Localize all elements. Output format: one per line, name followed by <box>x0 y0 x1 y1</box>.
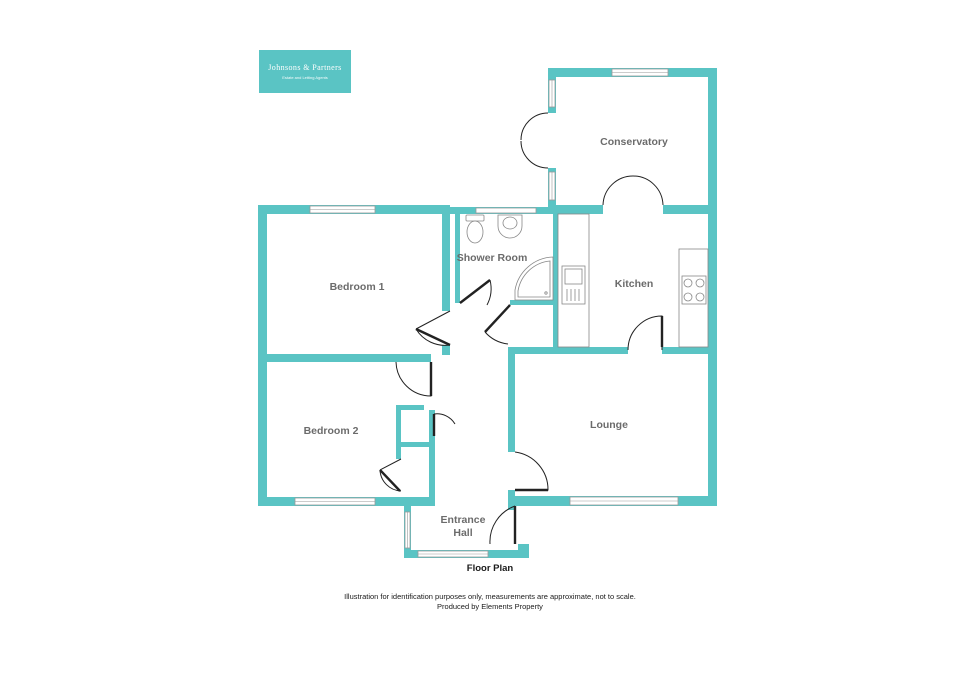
door-cupboard1 <box>433 413 456 435</box>
door-hall-passage <box>484 304 511 345</box>
label-conservatory: Conservatory <box>600 136 668 148</box>
toilet-cistern <box>465 214 485 222</box>
door-lounge <box>514 451 549 491</box>
door-entrance <box>489 505 516 545</box>
wall-kitchen-bottom-right <box>662 347 717 354</box>
label-bedroom2: Bedroom 2 <box>304 425 359 437</box>
room-labels: Conservatory Shower Room Kitchen Bedroom… <box>304 136 668 539</box>
wall-cupboard-mid <box>396 442 434 447</box>
wall-cupboard-top <box>396 405 424 410</box>
door-leaves <box>379 279 664 544</box>
label-bedroom1: Bedroom 1 <box>330 281 385 293</box>
wall-kitchen-top <box>553 205 603 214</box>
window-mullions <box>295 72 678 555</box>
door-conservatory-left <box>520 112 549 169</box>
agency-tagline: Estate and Letting Agents <box>282 75 328 80</box>
toilet-bowl <box>466 220 484 244</box>
wall-lounge-left <box>508 347 515 452</box>
disclaimer: Illustration for identification purposes… <box>240 592 740 612</box>
wall-cupboard2-left <box>396 447 401 459</box>
label-kitchen: Kitchen <box>615 278 654 290</box>
door-bedroom1 <box>415 310 451 346</box>
wall-porch-corner <box>518 544 529 558</box>
wall-shower-left <box>455 214 460 303</box>
wall-right <box>708 68 717 506</box>
fixtures <box>465 213 709 348</box>
wall-bedroom-divider <box>258 354 431 362</box>
label-entrance-line2: Hall <box>453 527 472 539</box>
wall-cupboard-right <box>429 410 435 505</box>
doors <box>379 112 664 545</box>
wall-lounge-left-lower <box>508 490 515 506</box>
plan-title: Floor Plan <box>466 563 514 574</box>
wall-bedroom1-right-lower <box>442 345 450 355</box>
hob-ring <box>683 278 693 288</box>
wall-kitchen-top-right <box>663 205 717 214</box>
wall-cupboard-left <box>396 405 401 445</box>
wall-kitchen-bottom-left <box>508 347 628 354</box>
door-bedroom2 <box>395 361 432 397</box>
wall-bedroom1-right-upper <box>442 205 450 311</box>
window-shower <box>475 207 537 214</box>
wall-shower-bottom <box>510 300 558 305</box>
door-conservatory-kitchen <box>602 175 664 206</box>
basin-bowl <box>502 216 518 230</box>
label-shower-room: Shower Room <box>457 252 528 264</box>
door-kitchen <box>627 315 663 351</box>
shower-tray-inner <box>517 260 551 298</box>
shower-drain <box>544 291 548 295</box>
agency-logo: Johnsons & Partners Estate and Letting A… <box>259 50 351 93</box>
label-entrance-line1: Entrance <box>441 514 486 526</box>
disclaimer-line2: Produced by Elements Property <box>437 602 543 611</box>
disclaimer-line1: Illustration for identification purposes… <box>344 592 636 601</box>
label-lounge: Lounge <box>590 419 628 431</box>
agency-name: Johnsons & Partners <box>268 63 342 72</box>
sink-bowl <box>564 268 583 285</box>
wall-shower-right <box>553 214 558 354</box>
